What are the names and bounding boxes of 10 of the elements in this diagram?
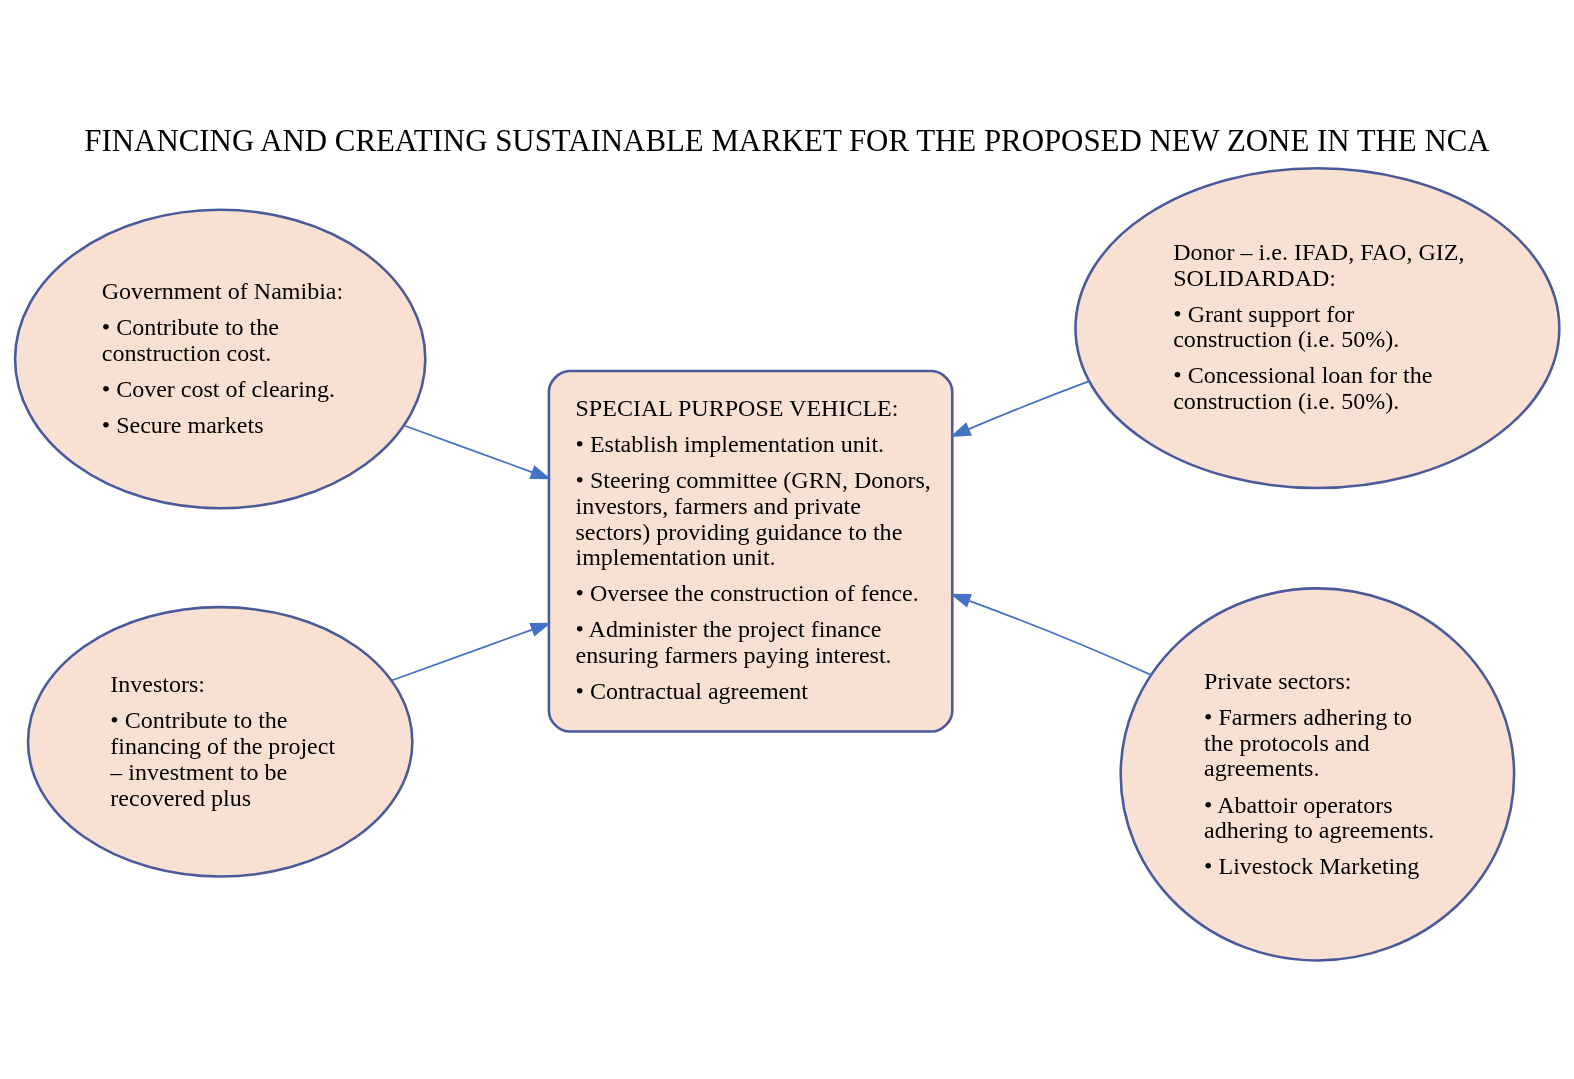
arrow	[950, 379, 1091, 437]
arrow	[950, 593, 1152, 676]
node-ellipse: Donor – i.e. IFAD, FAO, GIZ, SOLIDARDAD: • Grant support for construction (i.e. 50%). • Concessional loan for the construction (i.e. 50%).	[1074, 166, 1561, 489]
diagram-title: FINANCING AND CREATING SUSTAINABLE MARKET FOR THE PROPOSED NEW ZONE IN THE NCA	[84, 122, 1490, 158]
node-ellipse: Government of Namibia: • Contribute to the construction cost. • Cover cost of clearing. • Secure markets	[13, 208, 427, 510]
arrow	[403, 424, 552, 479]
arrow	[390, 622, 552, 681]
node-ellipse: Investors: • Contribute to the financing of the project – investment to be recovered plus	[26, 605, 414, 878]
node-circle: Private sectors: • Farmers adhering to the protocols and agreements. • Abattoir operators adhering to agreements. • Livestock Marketing	[1119, 586, 1516, 962]
node-box: SPECIAL PURPOSE VEHICLE: • Establish implementation unit. • Steering committee (GRN, Donors, investors, farmers and private sectors) providing guidance to the implementation unit. • Oversee the construction of fence. • Administer the project finance ensuring farmers paying interest. • Contractual agreement	[547, 369, 954, 733]
